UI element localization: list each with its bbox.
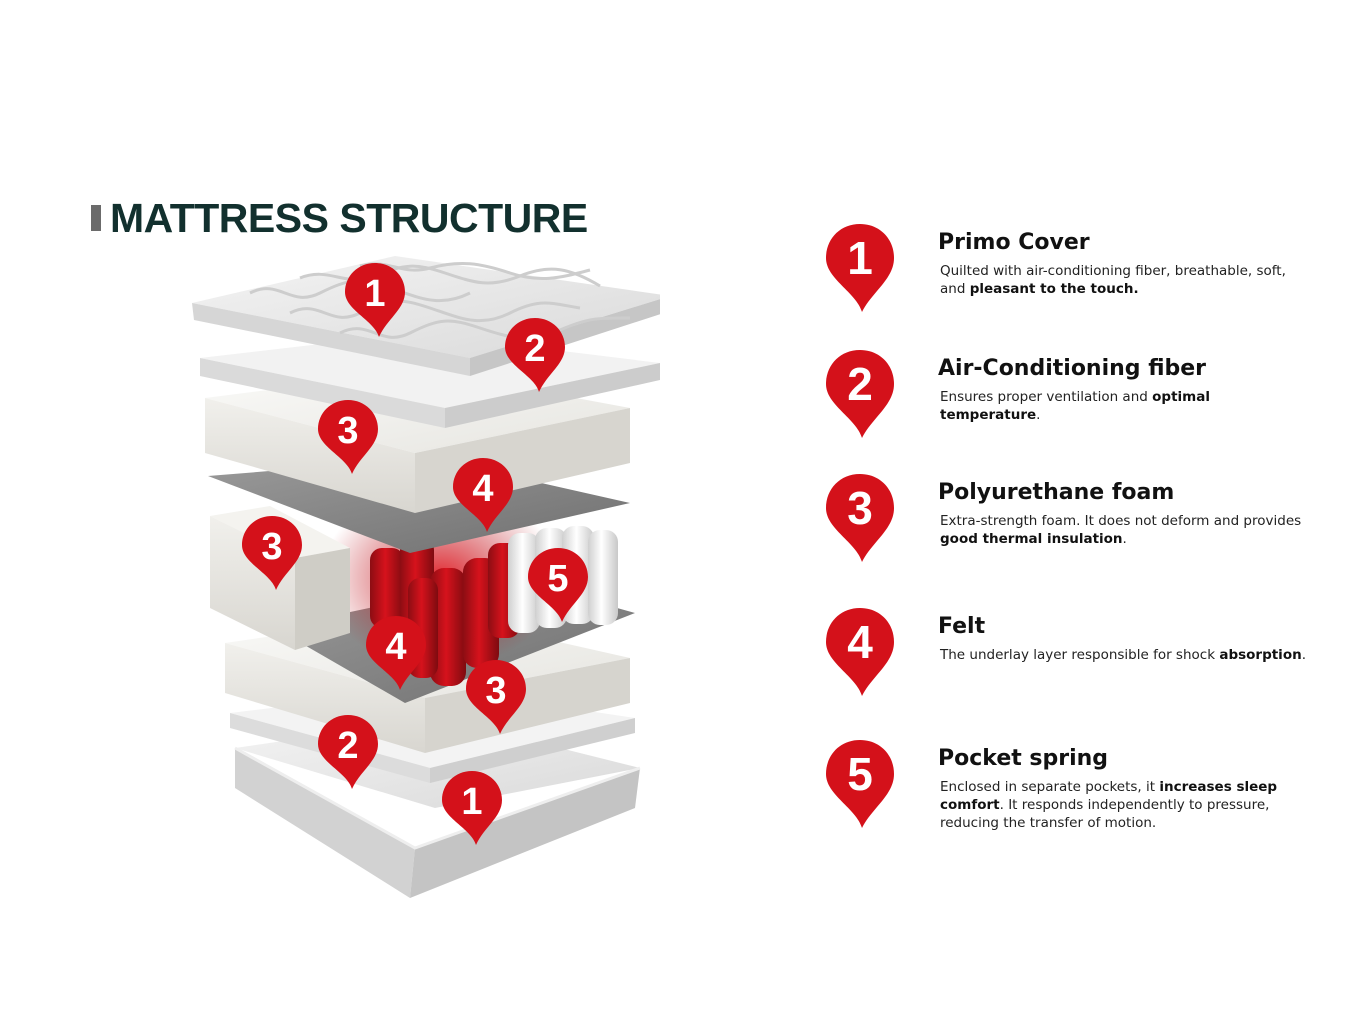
- description-text: .: [1302, 647, 1306, 663]
- pin-1-icon: 1: [822, 222, 898, 314]
- pin-3-icon: 3: [822, 472, 898, 564]
- legend-item-4: 4 Felt The underlay layer responsible fo…: [822, 606, 1342, 706]
- legend-description: Quilted with air-conditioning fiber, bre…: [940, 262, 1310, 298]
- description-text: Extra-strength foam. It does not deform …: [940, 513, 1301, 529]
- description-emphasis: good thermal insulation: [940, 531, 1123, 547]
- marker-number: 3: [485, 670, 506, 712]
- marker-number: 5: [547, 558, 568, 600]
- marker-number: 3: [261, 526, 282, 568]
- pin-3-number: 3: [847, 482, 873, 534]
- legend-item-3: 3 Polyurethane foam Extra-strength foam.…: [822, 472, 1342, 572]
- pin-1-number: 1: [847, 232, 873, 284]
- marker-number: 2: [524, 328, 545, 370]
- title-accent-bar: [91, 205, 101, 231]
- legend-description: Ensures proper ventilation and optimal t…: [940, 388, 1310, 424]
- pin-5-icon: 5: [822, 738, 898, 830]
- description-text: The underlay layer responsible for shock: [940, 647, 1219, 663]
- pin-5-number: 5: [847, 748, 873, 800]
- mattress-layers-diagram: 1 2 3 4 3 5 4 3 2 1: [180, 248, 660, 918]
- description-emphasis: pleasant to the touch.: [970, 281, 1139, 297]
- description-text: Ensures proper ventilation and: [940, 389, 1152, 405]
- marker-number: 4: [385, 626, 406, 668]
- description-text: Enclosed in separate pockets, it: [940, 779, 1159, 795]
- legend-description: The underlay layer responsible for shock…: [940, 646, 1310, 664]
- legend-heading: Primo Cover: [938, 230, 1090, 255]
- legend-item-5: 5 Pocket spring Enclosed in separate poc…: [822, 738, 1342, 838]
- title-text: MATTRESS STRUCTURE: [110, 196, 588, 240]
- description-emphasis: absorption: [1219, 647, 1301, 663]
- pin-2-icon: 2: [822, 348, 898, 440]
- marker-number: 1: [364, 273, 385, 315]
- legend-heading: Air-Conditioning fiber: [938, 356, 1206, 381]
- pin-2-number: 2: [847, 358, 873, 410]
- legend-heading: Polyurethane foam: [938, 480, 1174, 505]
- pin-4-number: 4: [847, 616, 873, 668]
- legend-heading: Pocket spring: [938, 746, 1108, 771]
- legend-item-1: 1 Primo Cover Quilted with air-condition…: [822, 222, 1342, 322]
- marker-number: 3: [337, 410, 358, 452]
- pin-4-icon: 4: [822, 606, 898, 698]
- marker-number: 2: [337, 725, 358, 767]
- marker-number: 1: [461, 781, 482, 823]
- legend-description: Enclosed in separate pockets, it increas…: [940, 778, 1310, 832]
- description-text: .: [1123, 531, 1127, 547]
- legend-heading: Felt: [938, 614, 985, 639]
- description-text: .: [1036, 407, 1040, 423]
- legend-description: Extra-strength foam. It does not deform …: [940, 512, 1310, 548]
- legend-item-2: 2 Air-Conditioning fiber Ensures proper …: [822, 348, 1342, 448]
- marker-number: 4: [472, 468, 493, 510]
- page-title: MATTRESS STRUCTURE: [91, 196, 588, 240]
